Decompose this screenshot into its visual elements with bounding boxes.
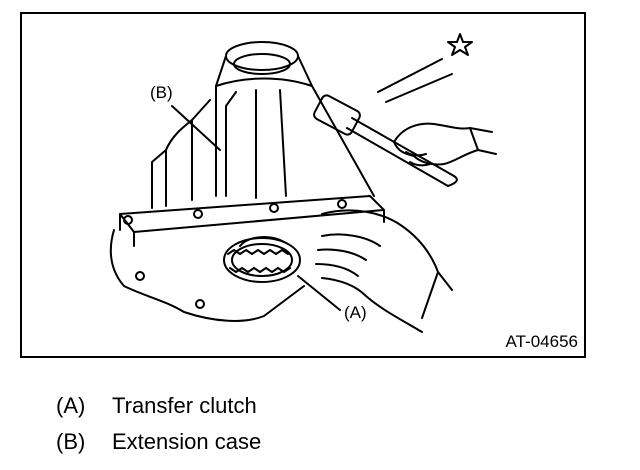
legend-text: Extension case [112, 429, 262, 454]
legend-text: Transfer clutch [112, 393, 257, 418]
callout-a: (A) [344, 303, 367, 322]
plastic-hammer-icon [313, 94, 458, 187]
legend-key: (B) [56, 429, 86, 454]
impact-star-icon [447, 33, 473, 56]
hand-holding-hammer-icon [393, 122, 479, 167]
transfer-clutch-icon [223, 236, 301, 283]
extension-case-illustration [109, 33, 497, 333]
figure-frame: (B) (A) AT-04656 [20, 12, 586, 358]
figure-id: AT-04656 [505, 332, 578, 351]
callout-b: (B) [150, 83, 173, 102]
hand-supporting-case-icon [315, 209, 453, 333]
legend-key: (A) [56, 393, 86, 418]
